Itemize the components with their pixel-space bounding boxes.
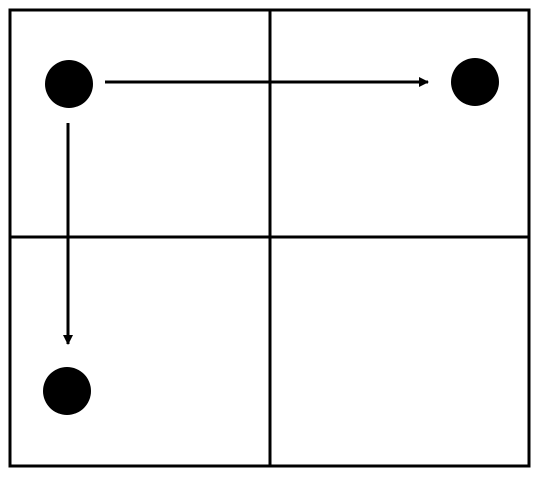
dot-top-right (451, 58, 499, 106)
dot-bottom-left (43, 367, 91, 415)
dot-top-left (45, 60, 93, 108)
